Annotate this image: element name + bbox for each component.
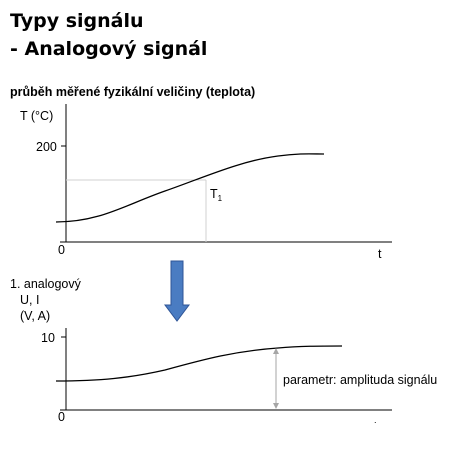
top-chart-caption: průběh měřené fyzikální veličiny (teplot… xyxy=(10,85,255,99)
bottom-y-tick-label: 10 xyxy=(41,331,55,345)
bottom-origin-label: 0 xyxy=(58,410,65,424)
bottom-chart-label-3: (V, A) xyxy=(20,309,50,323)
top-x-axis-label: t xyxy=(378,247,382,261)
marker-subscript: 1 xyxy=(218,194,223,203)
top-origin-label: 0 xyxy=(58,243,65,257)
slide-title-line-1: Typy signálu xyxy=(10,10,144,32)
top-y-tick-label: 200 xyxy=(36,140,57,154)
amplitude-label: parametr: amplituda signálu xyxy=(283,373,437,387)
slide-title-line-2: - Analogový signál xyxy=(10,38,208,60)
bottom-chart-label-2: U, I xyxy=(20,293,39,307)
down-arrow-icon xyxy=(164,260,190,322)
bottom-x-axis-tick: . xyxy=(374,415,377,425)
top-y-axis-label: T (°C) xyxy=(20,109,53,123)
bottom-signal-curve xyxy=(55,345,343,382)
top-temperature-curve xyxy=(55,153,325,223)
top-marker-label: T1 xyxy=(210,187,223,203)
bottom-chart-label-1: 1. analogový xyxy=(10,277,82,291)
marker-letter: T xyxy=(210,187,218,201)
